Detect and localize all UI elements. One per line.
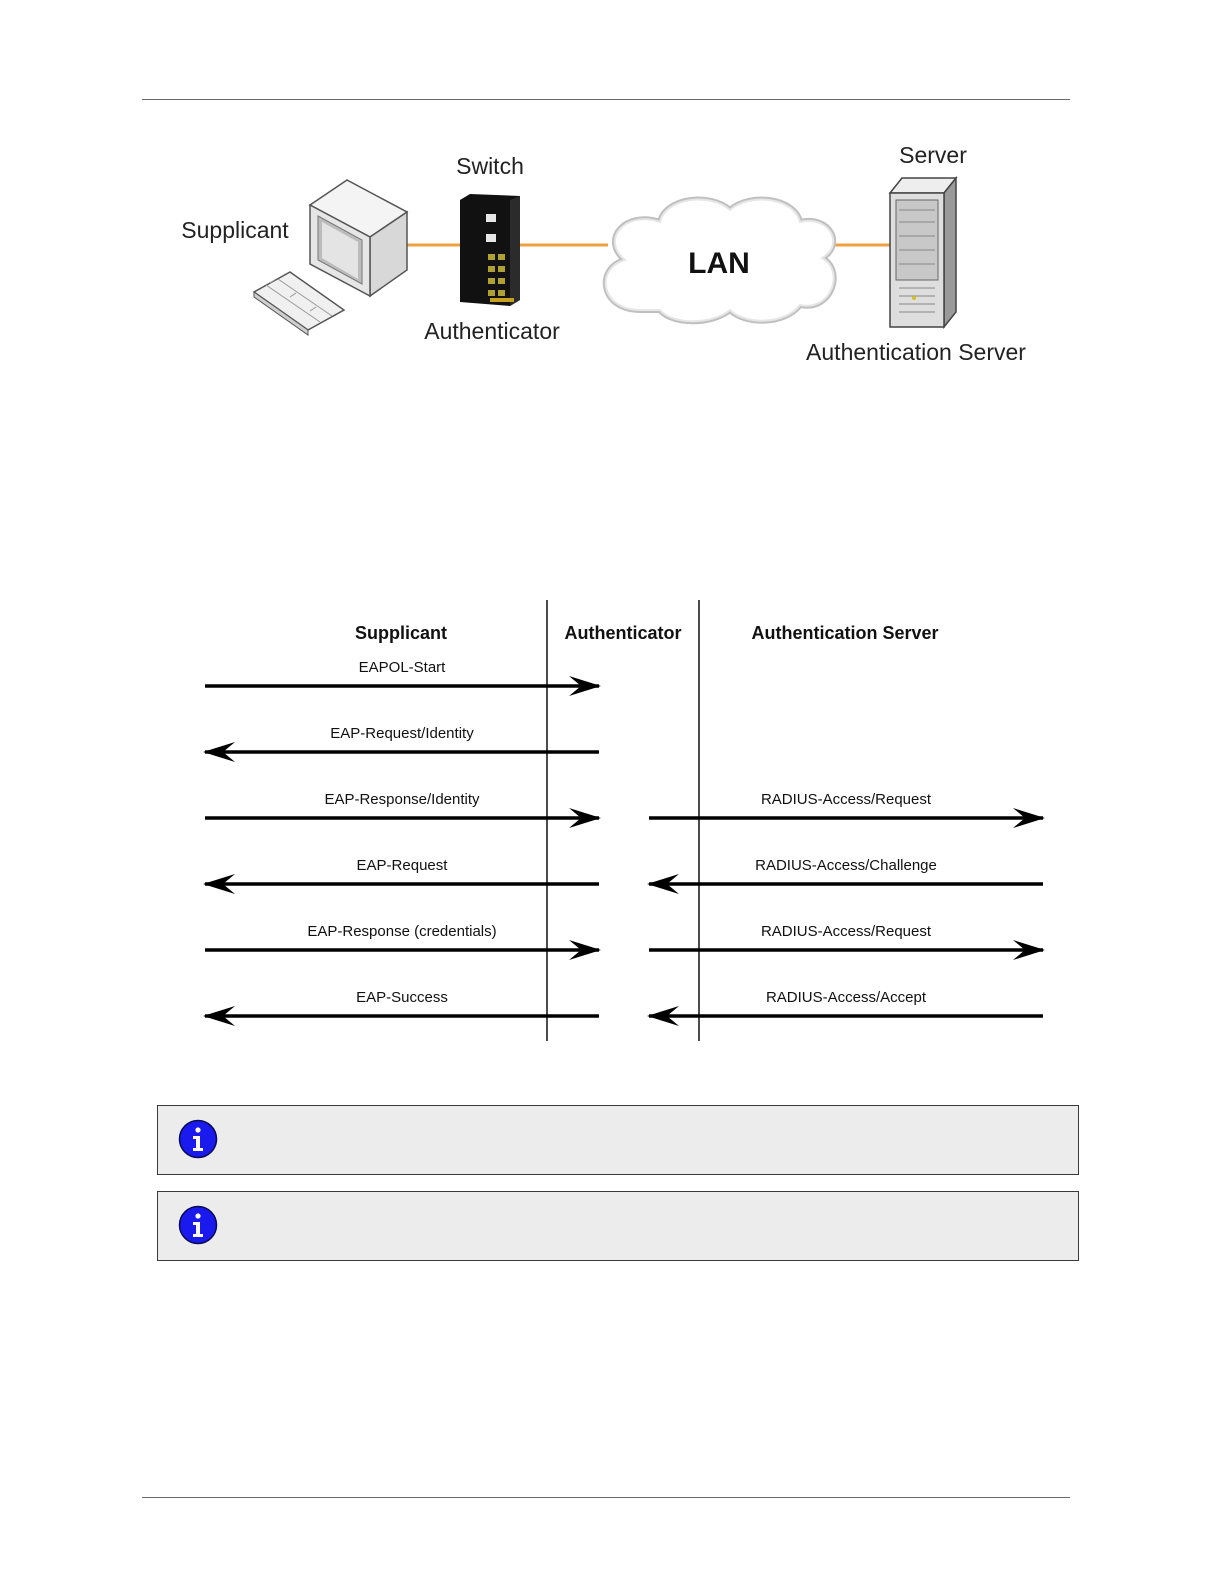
info-icon [178,1205,218,1245]
keyboard-icon [252,271,346,336]
authenticator-server-message: RADIUS-Access/Challenge [647,857,1043,894]
message-label: RADIUS-Access/Accept [766,989,927,1006]
lan-label: LAN [688,247,750,280]
message-label: EAP-Request/Identity [330,725,474,742]
arrow-left-icon [203,1006,235,1026]
arrow-right-icon [569,808,601,828]
column-header-supplicant: Supplicant [355,623,447,643]
supplicant-authenticator-message: EAP-Request/Identity [203,725,599,762]
authenticator-server-message: RADIUS-Access/Accept [647,989,1043,1026]
arrow-right-icon [1013,940,1045,960]
server-label: Server [899,142,967,168]
message-label: RADIUS-Access/Challenge [755,857,937,874]
network-topology-figure: Supplicant Switch Authenticator LAN Serv… [181,142,1026,365]
arrow-right-icon [1013,808,1045,828]
info-note-1 [157,1105,1079,1175]
column-header-authenticator: Authenticator [565,623,682,643]
message-label: EAP-Request [357,857,449,874]
lan-cloud-icon [602,196,837,325]
supplicant-authenticator-message: EAP-Response/Identity [205,791,601,828]
arrow-left-icon [203,874,235,894]
message-label: EAPOL-Start [359,659,447,676]
info-note-2 [157,1191,1079,1261]
footer-rule [142,1497,1070,1498]
authenticator-server-message: RADIUS-Access/Request [649,791,1045,828]
message-label: EAP-Success [356,989,448,1006]
info-icon [178,1119,218,1159]
supplicant-authenticator-message: EAP-Success [203,989,599,1026]
message-label: RADIUS-Access/Request [761,791,932,808]
message-label: EAP-Response/Identity [324,791,480,808]
message-arrows: EAPOL-StartEAP-Request/IdentityEAP-Respo… [203,659,1045,1026]
supplicant-authenticator-message: EAPOL-Start [205,659,601,696]
server-icon [888,175,958,330]
switch-label: Switch [456,153,524,179]
message-label: EAP-Response (credentials) [307,923,496,940]
arrow-left-icon [647,874,679,894]
column-header-authentication-server: Authentication Server [751,623,938,643]
arrow-right-icon [569,676,601,696]
computer-icon [308,179,409,298]
authentication-server-label: Authentication Server [806,339,1026,365]
switch-icon [460,194,520,306]
arrow-right-icon [569,940,601,960]
arrow-left-icon [647,1006,679,1026]
arrow-left-icon [203,742,235,762]
message-label: RADIUS-Access/Request [761,923,932,940]
supplicant-authenticator-message: EAP-Request [203,857,599,894]
authenticator-server-message: RADIUS-Access/Request [649,923,1045,960]
header-rule [142,99,1070,100]
authenticator-label: Authenticator [424,318,560,344]
supplicant-authenticator-message: EAP-Response (credentials) [205,923,601,960]
supplicant-label: Supplicant [181,217,289,243]
